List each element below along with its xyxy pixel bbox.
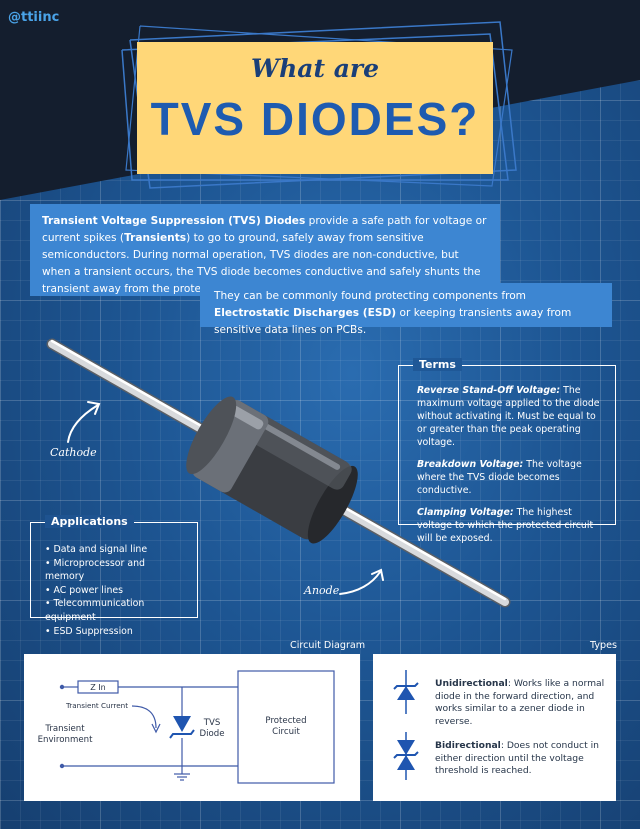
list-item: ESD Suppression <box>45 625 187 639</box>
circuit-diagram-label: Circuit Diagram <box>290 640 366 651</box>
types-label: Types <box>590 640 618 651</box>
term-name: Reverse Stand-Off Voltage: <box>417 385 561 396</box>
type-bidirectional: Bidirectional: Does not conduct in eithe… <box>435 740 611 778</box>
intro-term-esd: Electrostatic Discharges (ESD) <box>214 307 397 319</box>
term-definition: The voltage where the TVS diode becomes … <box>417 459 582 496</box>
zin-label: Z In <box>90 683 106 692</box>
cathode-label: Cathode <box>50 446 97 459</box>
terms-title: Terms <box>413 358 462 371</box>
type-description: : Works like a normal diode in the forwa… <box>435 678 605 727</box>
term-clamping: Clamping Voltage: The highest voltage to… <box>417 506 605 545</box>
circuit-diagram-panel: Z In Transient Current Transient Environ… <box>24 654 360 801</box>
term-breakdown: Breakdown Voltage: The voltage where the… <box>417 458 605 497</box>
diode-symbols <box>393 670 419 780</box>
term-definition: The highest voltage to which the protect… <box>417 507 594 544</box>
list-item: Microprocessor and memory <box>45 557 187 584</box>
term-reverse-standoff: Reverse Stand-Off Voltage: The maximum v… <box>417 384 605 449</box>
tvs-diode-label: TVS Diode <box>199 718 225 739</box>
term-name: Breakdown Voltage: <box>417 459 524 470</box>
title-banner: What are TVS DIODES? <box>137 42 493 174</box>
applications-list: Data and signal line Microprocessor and … <box>45 543 187 638</box>
transient-environment-label: Transient Environment <box>37 724 93 745</box>
type-description: : Does not conduct in either direction u… <box>435 740 599 776</box>
protected-circuit-label: Protected Circuit <box>265 716 307 737</box>
list-item: AC power lines <box>45 584 187 598</box>
applications-box: Applications Data and signal line Microp… <box>30 515 198 637</box>
intro2-text-1: They can be commonly found protecting co… <box>214 290 526 302</box>
list-item: Telecommunication equipment <box>45 597 187 624</box>
unidirectional-diode-icon <box>393 670 419 714</box>
term-name: Clamping Voltage: <box>417 507 514 518</box>
terms-box: Terms Reverse Stand-Off Voltage: The max… <box>398 358 616 544</box>
intro-term-transients: Transients <box>124 232 187 244</box>
intro-text-2: ) to go to ground, safely away from sens… <box>42 232 481 295</box>
bidirectional-diode-icon <box>393 732 419 780</box>
intro-paragraph-2: They can be commonly found protecting co… <box>200 283 612 336</box>
term-definition: The maximum voltage applied to the diode… <box>417 385 600 448</box>
intro-text-1: provide a safe path for voltage or curre… <box>42 215 487 244</box>
types-panel: Unidirectional: Works like a normal diod… <box>373 654 616 801</box>
brand-handle: @ttiinc <box>8 10 60 25</box>
type-unidirectional: Unidirectional: Works like a normal diod… <box>435 678 611 728</box>
intro2-text-2: or keeping transients away from sensitiv… <box>214 307 572 336</box>
list-item: Data and signal line <box>45 543 187 557</box>
anode-label: Anode <box>304 584 340 597</box>
title-tvs-diodes: TVS DIODES? <box>150 93 480 145</box>
type-name: Unidirectional <box>435 678 508 689</box>
transient-current-label: Transient Current <box>65 701 129 710</box>
applications-title: Applications <box>45 515 134 528</box>
type-name: Bidirectional <box>435 740 501 751</box>
intro-term-tvs: Transient Voltage Suppression (TVS) Diod… <box>42 215 306 227</box>
circuit-schematic <box>59 670 335 784</box>
title-what-are: What are <box>251 54 379 83</box>
intro-paragraph-1: Transient Voltage Suppression (TVS) Diod… <box>30 204 500 296</box>
